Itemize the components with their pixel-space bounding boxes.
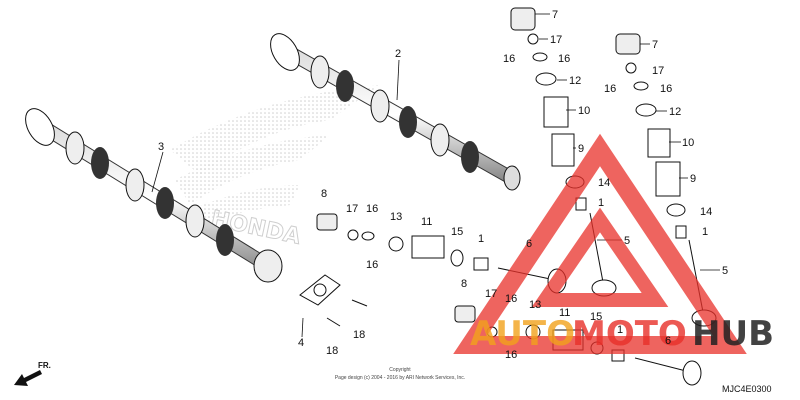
callout-15a: 15 xyxy=(451,226,463,238)
callout-16g: 16 xyxy=(604,83,616,95)
callout-5a: 5 xyxy=(624,235,630,247)
callout-7b: 7 xyxy=(652,39,658,51)
spring-inner-b xyxy=(655,161,681,197)
callout-16d: 16 xyxy=(505,349,517,361)
callout-17b: 17 xyxy=(485,288,497,300)
retainer-top-b xyxy=(635,103,657,117)
bolt-b xyxy=(326,317,341,327)
shim-top-a xyxy=(527,33,539,45)
callout-17a: 17 xyxy=(346,203,358,215)
callout-17c: 17 xyxy=(550,34,562,46)
callout-17d: 17 xyxy=(652,65,664,77)
guide-b xyxy=(675,225,687,239)
callout-1b: 1 xyxy=(617,324,623,336)
callout-16a: 16 xyxy=(366,203,378,215)
callout-1d: 1 xyxy=(702,226,708,238)
spring-mid xyxy=(411,235,445,259)
watermark-moto-text: MOTO xyxy=(572,314,687,354)
cotter-top-a xyxy=(532,52,548,62)
front-direction-label: FR. xyxy=(38,361,51,370)
callout-16h: 16 xyxy=(660,83,672,95)
callout-8a: 8 xyxy=(321,188,327,200)
callout-18a: 18 xyxy=(353,329,365,341)
cotter-mid xyxy=(361,231,375,241)
spring-inner-a xyxy=(551,133,575,167)
callout-10b: 10 xyxy=(682,137,694,149)
callout-18b: 18 xyxy=(326,345,338,357)
spring-outer-b xyxy=(647,128,671,158)
watermark-hub-text: HUB xyxy=(692,314,774,354)
callout-3: 3 xyxy=(158,141,164,153)
cotter-top-b xyxy=(633,81,649,91)
valve-low xyxy=(634,357,702,386)
callout-16f: 16 xyxy=(558,53,570,65)
callout-12a: 12 xyxy=(569,75,581,87)
watermark-auto-text: AUTO xyxy=(470,314,575,354)
callout-13a: 13 xyxy=(390,211,402,223)
tappet-top-b xyxy=(615,33,641,55)
callout-2: 2 xyxy=(395,48,401,60)
callout-6b: 6 xyxy=(665,335,671,347)
seat-b xyxy=(666,203,686,217)
cam-holder xyxy=(299,274,341,306)
front-direction-arrow: FR. xyxy=(14,361,51,386)
callout-5b: 5 xyxy=(722,265,728,277)
callout-labels: 2 3 4 18 18 8 17 16 16 13 11 15 1 6 8 17… xyxy=(158,9,728,361)
callout-10a: 10 xyxy=(578,105,590,117)
callout-14b: 14 xyxy=(700,206,712,218)
callout-12b: 12 xyxy=(669,106,681,118)
tappet-low xyxy=(454,305,476,323)
copyright-title: Copyright xyxy=(389,367,411,373)
callout-13b: 13 xyxy=(529,299,541,311)
retainer-top-a xyxy=(535,72,557,86)
automotohub-watermark: AUTO MOTO HUB xyxy=(453,133,774,354)
shim-top-b xyxy=(625,62,637,74)
callout-16b: 16 xyxy=(366,259,378,271)
shim-mid xyxy=(347,229,359,241)
camshaft-upper xyxy=(270,33,521,191)
spring-outer-a xyxy=(543,96,569,128)
callout-11a: 11 xyxy=(421,216,432,228)
guide-a xyxy=(575,197,587,211)
callout-8b: 8 xyxy=(461,278,467,290)
camshaft-lower xyxy=(25,108,283,283)
tappet-mid xyxy=(316,213,338,231)
part-code: MJC4E0300 xyxy=(722,384,772,394)
callout-1a: 1 xyxy=(478,233,484,245)
seat-mid xyxy=(450,249,464,267)
bolt-a xyxy=(351,299,368,307)
callout-11b: 11 xyxy=(559,307,570,319)
callout-4: 4 xyxy=(298,337,304,349)
seal-mid xyxy=(388,236,404,252)
callout-1c: 1 xyxy=(598,197,604,209)
guide-mid xyxy=(473,257,489,271)
callout-9a: 9 xyxy=(578,143,584,155)
callout-16e: 16 xyxy=(503,53,515,65)
callout-15b: 15 xyxy=(590,311,602,323)
callout-6a: 6 xyxy=(526,238,532,250)
callout-14a: 14 xyxy=(598,177,610,189)
copyright-notice: Page design (c) 2004 - 2016 by ARI Netwo… xyxy=(335,375,465,381)
callout-9b: 9 xyxy=(690,173,696,185)
callout-7a: 7 xyxy=(552,9,558,21)
tappet-top-a xyxy=(510,7,536,31)
callout-16c: 16 xyxy=(505,293,517,305)
